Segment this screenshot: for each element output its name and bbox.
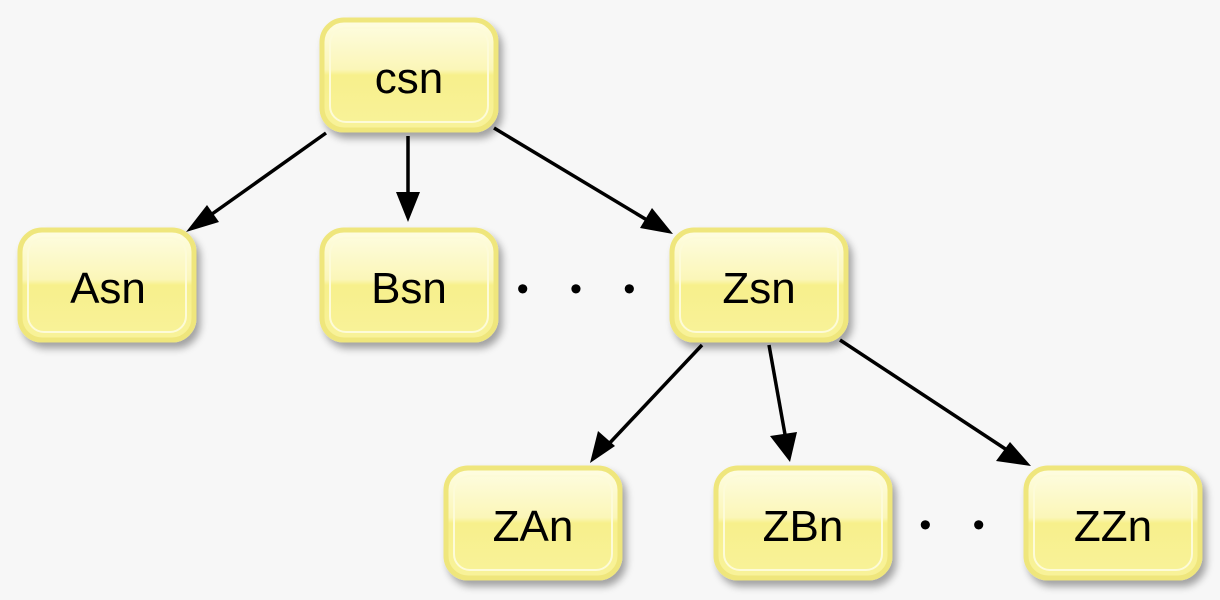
node-label-zzn: ZZn: [1074, 502, 1152, 551]
ellipsis-level2: • •: [919, 506, 1000, 544]
arrowhead-csn-zsn: [640, 208, 673, 234]
node-csn: csn: [319, 17, 499, 133]
edge-csn-zsn: [493, 126, 653, 225]
arrowhead-zsn-zzn: [996, 442, 1031, 466]
node-zsn: Zsn: [669, 227, 849, 343]
node-label-bsn: Bsn: [371, 264, 447, 313]
arrowhead-csn-bsn: [396, 192, 420, 222]
node-zbn: ZBn: [713, 465, 893, 581]
edge-csn-asn: [203, 131, 328, 221]
node-zan: ZAn: [443, 465, 623, 581]
edge-zsn-zbn: [767, 344, 788, 441]
node-label-zan: ZAn: [493, 502, 574, 551]
ellipsis-level1: • • •: [517, 270, 652, 308]
node-label-csn: csn: [375, 54, 443, 103]
node-asn: Asn: [17, 227, 197, 343]
arrowhead-zsn-zan: [590, 431, 615, 463]
node-label-zbn: ZBn: [763, 502, 844, 551]
edge-zsn-zzn: [839, 338, 1011, 454]
node-label-asn: Asn: [70, 264, 146, 313]
node-bsn: Bsn: [319, 227, 499, 343]
edge-zsn-zan: [603, 343, 704, 450]
node-label-zsn: Zsn: [722, 264, 795, 313]
edges: [186, 126, 1031, 466]
node-zzn: ZZn: [1023, 465, 1203, 581]
arrowhead-csn-asn: [186, 205, 219, 232]
arrowhead-zsn-zbn: [770, 432, 797, 462]
